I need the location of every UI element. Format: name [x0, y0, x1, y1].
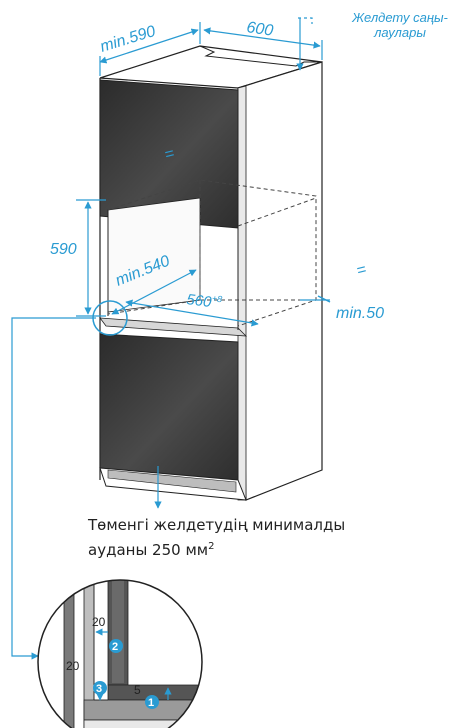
caption-line2: ауданы 250 мм2	[88, 541, 215, 559]
equal-sign-door: =	[163, 145, 176, 164]
dim-min-590: min.590	[98, 23, 158, 56]
dim-590: 590	[50, 241, 77, 258]
oven-niche-shelf	[99, 317, 248, 337]
vent-note-line1: Желдету саңы-	[352, 10, 448, 25]
plinth-vent-grille	[107, 469, 237, 493]
cabinet-right-side	[237, 61, 323, 501]
marker-2: 2	[109, 639, 123, 653]
detail-dim-20-left: 20	[66, 659, 80, 673]
cabinet-front-edge	[237, 85, 247, 501]
detail-dim-20-top: 20	[92, 615, 106, 629]
bottom-vent-caption: Төменгі желдетудің минималды ауданы 250 …	[88, 515, 345, 561]
dim-600: 600	[245, 19, 274, 40]
lower-door	[99, 333, 239, 481]
detail-circle-border	[37, 579, 203, 728]
svg-text:1: 1	[148, 697, 154, 709]
equal-sign-side: =	[355, 261, 368, 280]
dim-min-50: min.50	[336, 305, 384, 322]
svg-text:3: 3	[96, 683, 102, 695]
marker-3: 3	[93, 681, 107, 695]
vent-note-line2: лаулары	[374, 25, 426, 40]
caption-line1: Төменгі желдетудің минималды	[88, 516, 346, 534]
detail-callout-ring	[92, 300, 128, 336]
cabinet-top-notch	[199, 45, 322, 67]
vent-openings-note: Желдету саңы- лаулары	[330, 10, 470, 40]
detail-view: 20 20 5 2 3 1	[37, 579, 203, 728]
svg-text:2: 2	[112, 641, 118, 653]
dimension-lines	[11, 17, 331, 660]
dim-560: 560+8	[186, 290, 223, 312]
marker-1: 1	[145, 695, 159, 709]
detail-dim-5: 5	[134, 683, 141, 697]
